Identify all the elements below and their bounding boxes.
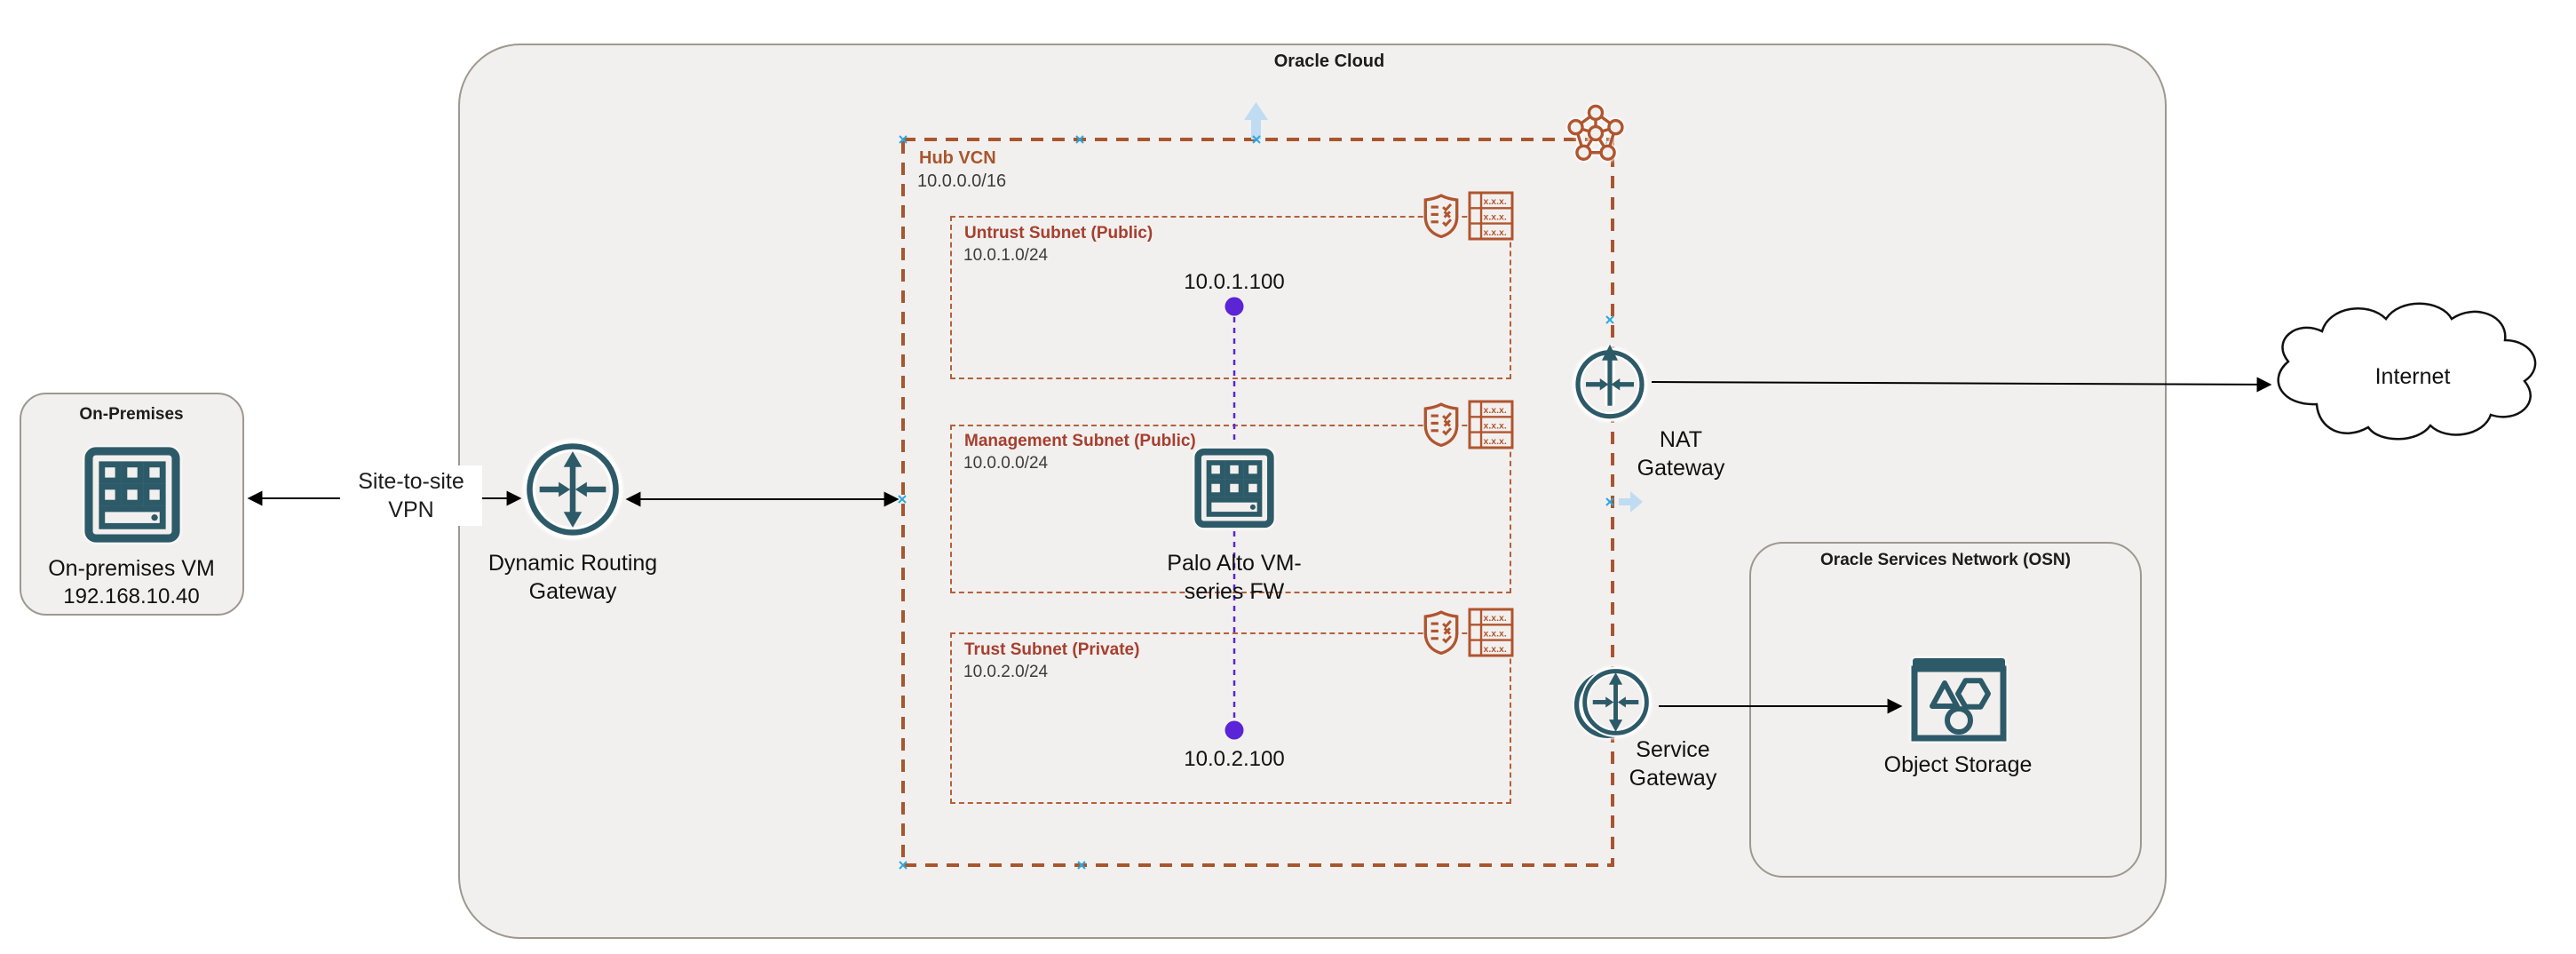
- service-gateway-label: Service Gateway: [1629, 735, 1717, 792]
- dynamic-routing-gateway-icon: [523, 440, 622, 539]
- untrust-subnet-name: Untrust Subnet (Public): [964, 224, 1153, 242]
- vpn-label: Site-to-site VPN: [340, 465, 482, 526]
- svg-text:x.x.x.: x.x.x.: [1484, 629, 1507, 640]
- on-premises-vm-name: On-premises VM: [48, 556, 215, 581]
- security-list-icon: [1423, 402, 1459, 447]
- on-premises-vm-ip: 192.168.10.40: [63, 584, 200, 608]
- hub-vcn-name: Hub VCN: [919, 148, 996, 168]
- drg-label-line2: Gateway: [528, 579, 617, 604]
- on-premises-title: On-Premises: [79, 405, 184, 424]
- vpn-label-line1: Site-to-site: [358, 469, 464, 494]
- drg-label-line1: Dynamic Routing: [487, 551, 658, 576]
- svg-text:x.x.x.: x.x.x.: [1484, 405, 1507, 416]
- firewall-label: Palo Alto VM- series FW: [1167, 549, 1301, 606]
- object-storage-icon: [1911, 658, 2007, 742]
- svg-text:x.x.x.: x.x.x.: [1484, 436, 1507, 447]
- svg-text:x.x.x.: x.x.x.: [1484, 212, 1507, 223]
- management-subnet-name: Management Subnet (Public): [964, 432, 1196, 450]
- vcn-icon: [1567, 104, 1624, 161]
- svg-text:x.x.x.: x.x.x.: [1484, 227, 1507, 238]
- route-table-icon: x.x.x. x.x.x. x.x.x.: [1468, 400, 1514, 449]
- service-gateway-label-line1: Service: [1636, 737, 1710, 762]
- on-premises-vm-icon: [84, 447, 180, 543]
- osn-title: Oracle Services Network (OSN): [1820, 551, 2071, 569]
- trust-subnet-icons: x.x.x. x.x.x. x.x.x.: [1423, 607, 1514, 658]
- svg-text:x.x.x.: x.x.x.: [1484, 644, 1507, 655]
- internet-cloud: [2277, 302, 2537, 441]
- svg-text:x.x.x.: x.x.x.: [1484, 196, 1507, 207]
- security-list-icon: [1423, 610, 1459, 655]
- service-gateway-label-line2: Gateway: [1629, 766, 1717, 791]
- firewall-vm-icon: [1194, 448, 1274, 529]
- route-table-icon: x.x.x. x.x.x. x.x.x.: [1468, 191, 1514, 241]
- route-table-icon: x.x.x. x.x.x. x.x.x.: [1468, 608, 1514, 657]
- on-premises-vm-label: On-premises VM 192.168.10.40: [48, 554, 215, 611]
- svg-text:x.x.x.: x.x.x.: [1484, 421, 1507, 432]
- trust-subnet-name: Trust Subnet (Private): [964, 640, 1140, 659]
- internet-label: Internet: [2374, 364, 2451, 389]
- object-storage-label: Object Storage: [1883, 752, 2033, 777]
- trust-subnet-cidr: 10.0.2.0/24: [963, 663, 1049, 681]
- nat-gateway-icon: [1573, 344, 1646, 421]
- management-subnet-icons: x.x.x. x.x.x. x.x.x.: [1423, 399, 1514, 450]
- nat-gateway-label-line1: NAT: [1659, 427, 1703, 452]
- untrust-subnet-cidr: 10.0.1.0/24: [963, 246, 1049, 265]
- nat-gateway-label: NAT Gateway: [1637, 425, 1725, 482]
- firewall-label-line1: Palo Alto VM-: [1167, 551, 1302, 576]
- trust-ip-label: 10.0.2.100: [1184, 747, 1285, 771]
- drg-label: Dynamic Routing Gateway: [488, 549, 657, 606]
- untrust-subnet-icons: x.x.x. x.x.x. x.x.x.: [1423, 190, 1514, 242]
- oracle-cloud-title: Oracle Cloud: [1273, 52, 1385, 71]
- vpn-label-line2: VPN: [388, 497, 434, 522]
- firewall-label-line2: series FW: [1184, 579, 1285, 604]
- hub-vcn-cidr: 10.0.0.0/16: [917, 171, 1007, 191]
- service-gateway-icon: [1573, 667, 1651, 739]
- security-list-icon: [1423, 194, 1459, 238]
- svg-text:x.x.x.: x.x.x.: [1484, 613, 1507, 624]
- management-subnet-cidr: 10.0.0.0/24: [963, 454, 1049, 473]
- untrust-ip-label: 10.0.1.100: [1184, 270, 1285, 294]
- nat-gateway-label-line2: Gateway: [1637, 456, 1725, 481]
